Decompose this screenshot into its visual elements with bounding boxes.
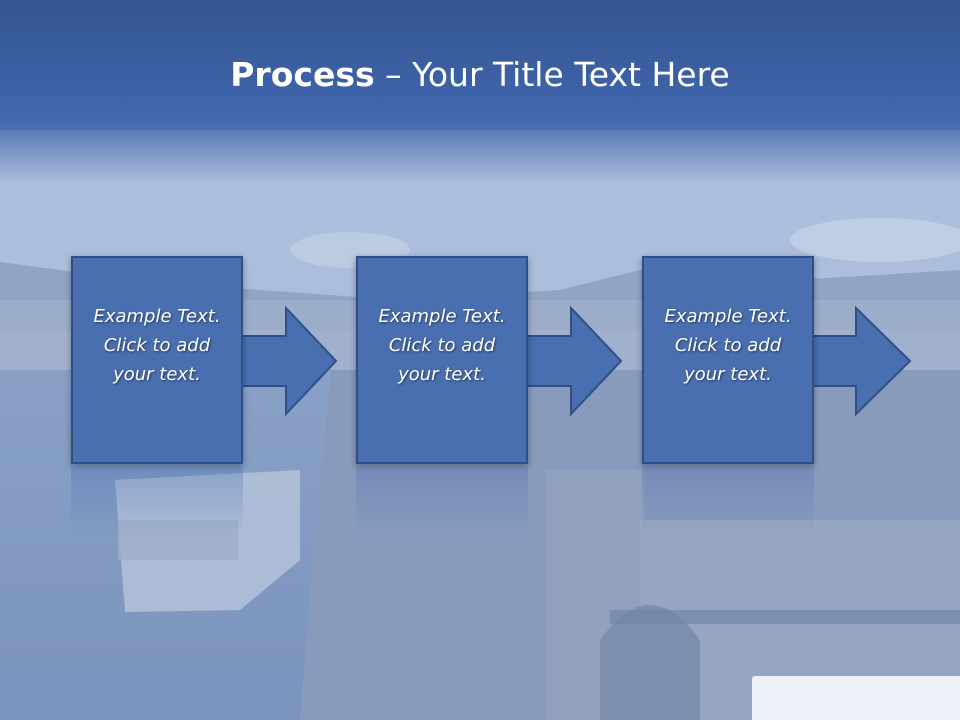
step-2-text: Example Text. Click to add your text.: [362, 302, 522, 389]
process-step-3[interactable]: Example Text. Click to add your text.: [642, 256, 814, 464]
title-fade: [0, 125, 960, 185]
right-arrow-icon: [524, 306, 623, 416]
step-3-reflection: [642, 466, 814, 536]
process-step-1[interactable]: Example Text. Click to add your text.: [71, 256, 243, 464]
step-1-line-2: Click to add: [103, 334, 211, 356]
step-2-line-1: Example Text.: [378, 305, 506, 327]
step-3-line-1: Example Text.: [664, 305, 792, 327]
step-3-text: Example Text. Click to add your text.: [648, 302, 808, 389]
step-3-line-3: your text.: [684, 363, 772, 385]
right-arrow-icon: [239, 306, 338, 416]
step-1-line-1: Example Text.: [93, 305, 221, 327]
step-1-line-3: your text.: [113, 363, 201, 385]
right-arrow-icon: [809, 306, 912, 416]
step-2-line-3: your text.: [398, 363, 486, 385]
title-rest: – Your Title Text Here: [374, 55, 730, 94]
step-1-text: Example Text. Click to add your text.: [77, 302, 237, 389]
process-step-2[interactable]: Example Text. Click to add your text.: [356, 256, 528, 464]
step-3-line-2: Click to add: [674, 334, 782, 356]
corner-panel: [752, 676, 960, 720]
step-2-reflection: [356, 466, 528, 536]
title-band: [0, 0, 960, 130]
step-1-reflection: [71, 466, 243, 536]
slide-title[interactable]: Process – Your Title Text Here: [0, 52, 960, 98]
title-bold: Process: [230, 55, 375, 94]
step-2-line-2: Click to add: [388, 334, 496, 356]
